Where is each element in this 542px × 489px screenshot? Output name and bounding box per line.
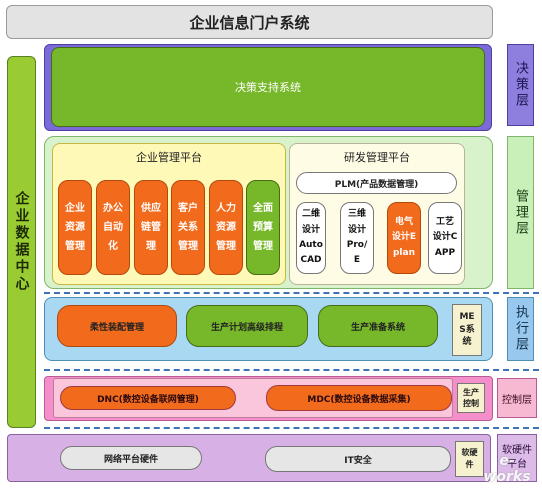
module-advanced-scheduling: 生产计划高级排程	[186, 305, 308, 347]
module-office-automation: 办公自动化	[96, 180, 130, 275]
production-control-label: 生产控制	[463, 387, 479, 408]
module-it-security: IT安全	[265, 446, 451, 472]
layer-label-execution: 执行层	[507, 297, 534, 361]
software-hardware-label: 软硬件	[461, 448, 478, 469]
enterprise-platform-title: 企业管理平台	[136, 151, 202, 164]
module-label: 供应链管理	[141, 203, 161, 252]
layer-divider	[44, 427, 539, 429]
module-label: 办公自动化	[103, 203, 123, 252]
module-enterprise-resource: 企业资源管理	[58, 180, 92, 275]
module-label: 客户关系管理	[178, 203, 198, 252]
tool-label: 三维设计Pro/E	[346, 209, 368, 266]
rnd-platform-title: 研发管理平台	[344, 151, 410, 164]
mes-label: MES系统	[459, 312, 475, 348]
module-production-prep: 生产准备系统	[318, 305, 438, 347]
mes-system: MES系统	[452, 304, 482, 356]
layer-divider	[44, 369, 539, 371]
tool-autocad: 二维设计AutoCAD	[296, 202, 326, 274]
module-label: 全面预算管理	[253, 203, 273, 252]
module-flexible-assembly: 柔性装配管理	[57, 305, 177, 347]
tool-eplan: 电气设计Eplan	[387, 202, 421, 274]
module-customer-relations: 客户关系管理	[171, 180, 205, 275]
production-control: 生产控制	[457, 383, 485, 413]
enterprise-data-center: 企业数据中心	[7, 56, 36, 428]
layer-label-hardware-text: 软硬件平台	[502, 445, 532, 470]
layer-label-hardware: 软硬件平台	[497, 434, 537, 482]
tool-label: 二维设计AutoCAD	[299, 209, 323, 266]
module-comprehensive-budget: 全面预算管理	[246, 180, 280, 275]
portal-title: 企业信息门户系统	[6, 5, 493, 39]
tool-label: 工艺设计CAPP	[432, 217, 458, 258]
module-dnc: DNC(数控设备联网管理)	[60, 386, 236, 410]
tool-capp: 工艺设计CAPP	[428, 202, 462, 274]
module-label: 人力资源管理	[216, 203, 236, 252]
plm-system: PLM(产品数据管理)	[296, 172, 457, 194]
module-human-resources: 人力资源管理	[209, 180, 243, 275]
module-supply-chain: 供应链管理	[134, 180, 168, 275]
tool-proe: 三维设计Pro/E	[340, 202, 374, 274]
layer-label-management: 管理层	[507, 136, 534, 289]
layer-label-control: 控制层	[497, 378, 537, 418]
watermark-logo: e-works	[483, 453, 531, 485]
layer-label-decision: 决策层	[507, 44, 534, 126]
module-network-hardware: 网络平台硬件	[60, 446, 202, 470]
tool-label: 电气设计Eplan	[391, 217, 417, 258]
module-label: 企业资源管理	[65, 203, 85, 252]
layer-divider	[44, 292, 539, 294]
software-hardware: 软硬件	[455, 441, 484, 477]
module-mdc: MDC(数控设备数据采集)	[266, 385, 452, 411]
decision-support-system: 决策支持系统	[51, 47, 485, 127]
